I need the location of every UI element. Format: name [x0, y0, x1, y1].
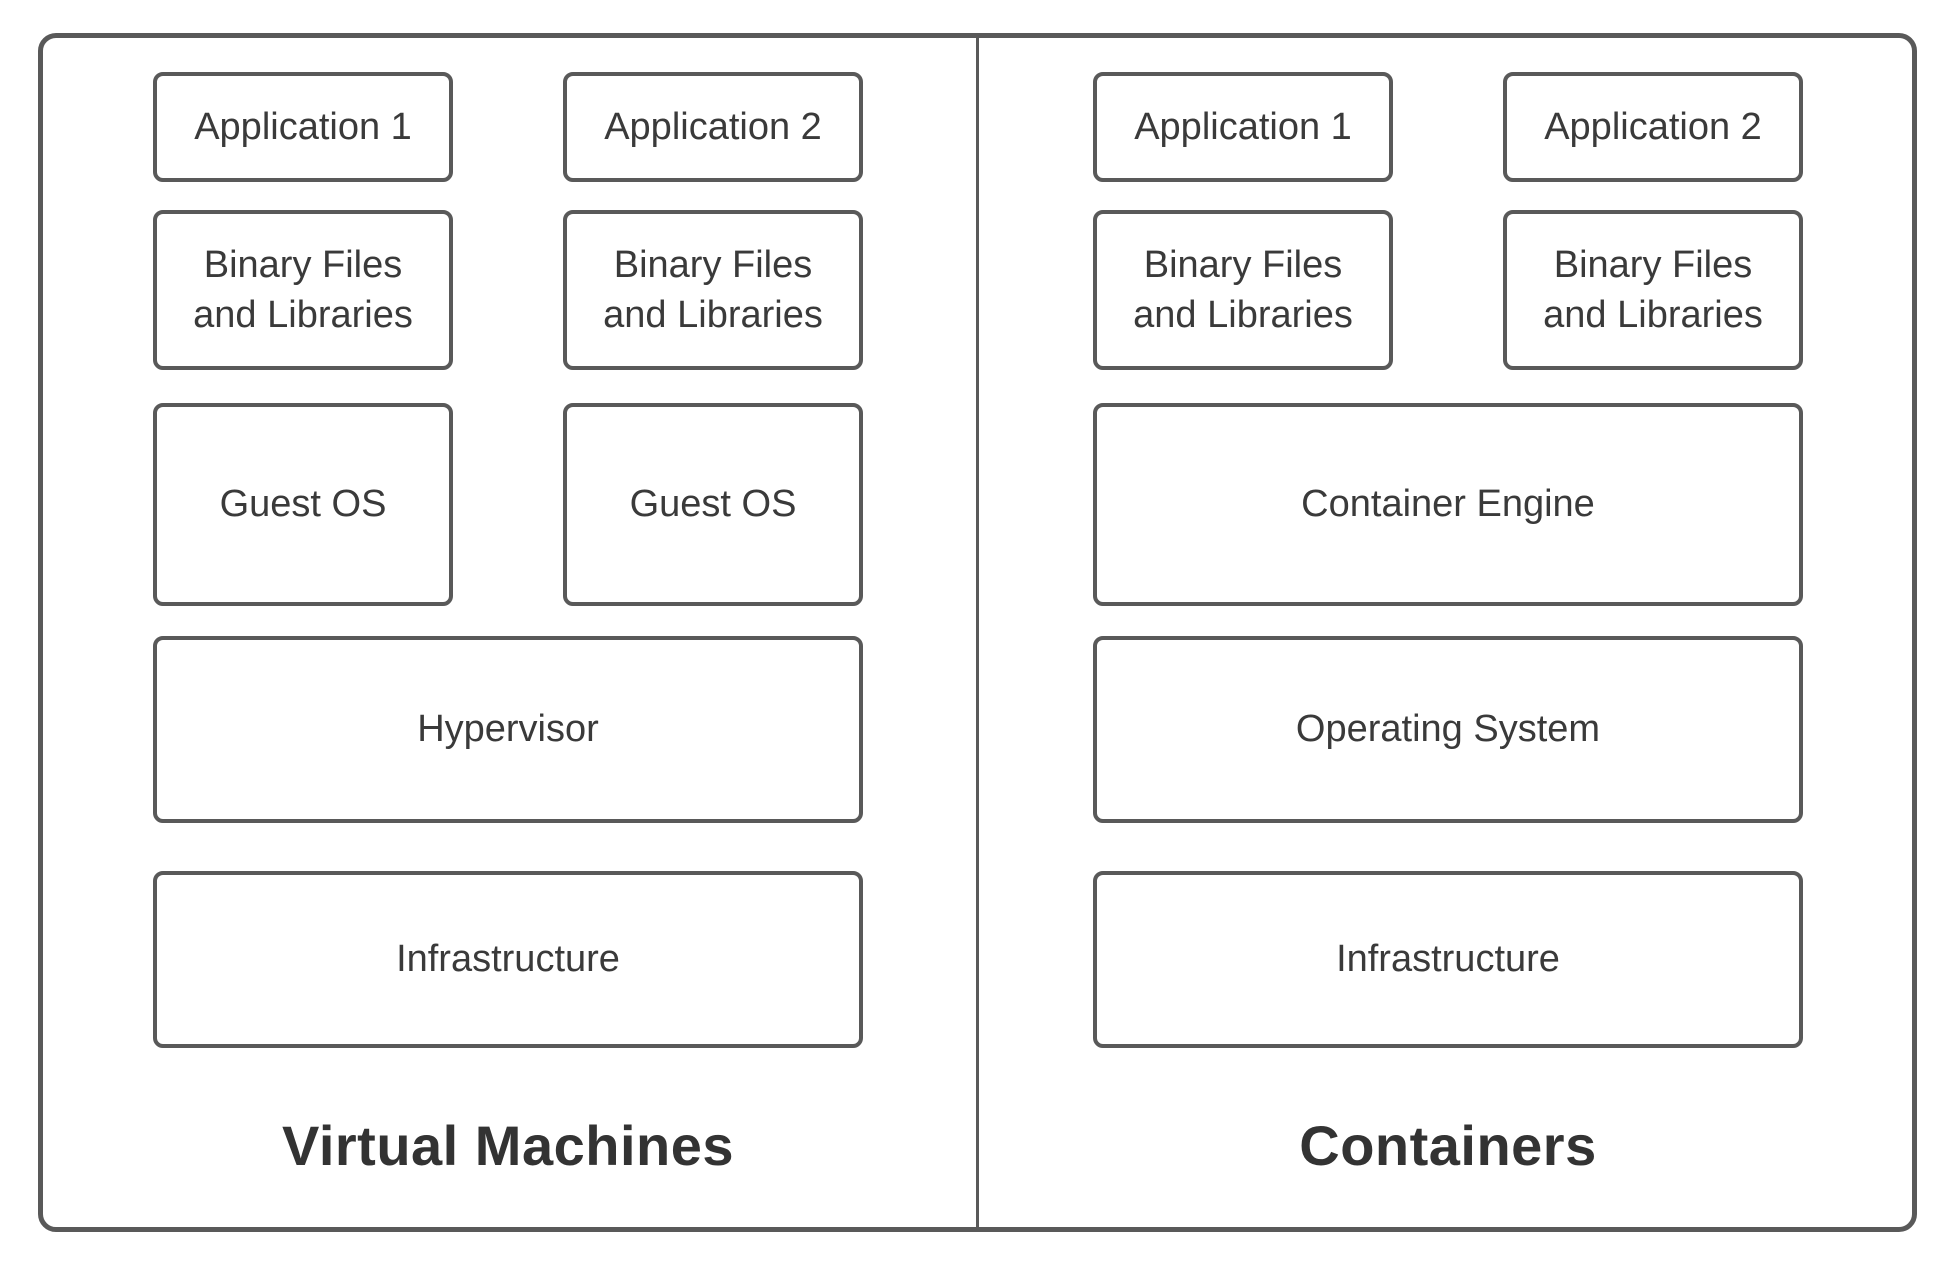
vm-hypervisor-box: Hypervisor: [153, 636, 863, 823]
containers-title: Containers: [979, 1108, 1917, 1182]
vm-binaries-2-label: Binary Files and Libraries: [603, 243, 823, 336]
vm-guest-os-1-box: Guest OS: [153, 403, 453, 606]
vm-binaries-1-box: Binary Files and Libraries: [153, 210, 453, 370]
vm-guest-os-2-label: Guest OS: [629, 483, 797, 526]
containers-title-text: Containers: [1299, 1113, 1597, 1177]
virtual-machines-title: Virtual Machines: [38, 1108, 978, 1182]
container-application-1-box: Application 1: [1093, 72, 1393, 182]
vm-guest-os-2-box: Guest OS: [563, 403, 863, 606]
container-infrastructure-label: Infrastructure: [1336, 938, 1560, 981]
vm-infrastructure-box: Infrastructure: [153, 871, 863, 1048]
container-binaries-2-box: Binary Files and Libraries: [1503, 210, 1803, 370]
container-application-2-label: Application 2: [1544, 105, 1762, 148]
container-binaries-1-label: Binary Files and Libraries: [1133, 243, 1353, 336]
vm-infrastructure-label: Infrastructure: [396, 938, 620, 981]
container-engine-label: Container Engine: [1301, 483, 1595, 526]
vm-guest-os-1-label: Guest OS: [219, 483, 387, 526]
vm-hypervisor-label: Hypervisor: [417, 708, 599, 751]
panel-divider: [976, 33, 979, 1232]
container-engine-box: Container Engine: [1093, 403, 1803, 606]
vm-application-2-box: Application 2: [563, 72, 863, 182]
container-application-2-box: Application 2: [1503, 72, 1803, 182]
vm-binaries-1-label: Binary Files and Libraries: [193, 243, 413, 336]
container-operating-system-box: Operating System: [1093, 636, 1803, 823]
vm-application-1-label: Application 1: [194, 105, 412, 148]
vm-application-1-box: Application 1: [153, 72, 453, 182]
container-infrastructure-box: Infrastructure: [1093, 871, 1803, 1048]
vm-binaries-2-box: Binary Files and Libraries: [563, 210, 863, 370]
container-binaries-2-label: Binary Files and Libraries: [1543, 243, 1763, 336]
vm-application-2-label: Application 2: [604, 105, 822, 148]
container-operating-system-label: Operating System: [1295, 708, 1601, 751]
container-application-1-label: Application 1: [1134, 105, 1352, 148]
virtual-machines-title-text: Virtual Machines: [281, 1113, 734, 1177]
container-binaries-1-box: Binary Files and Libraries: [1093, 210, 1393, 370]
